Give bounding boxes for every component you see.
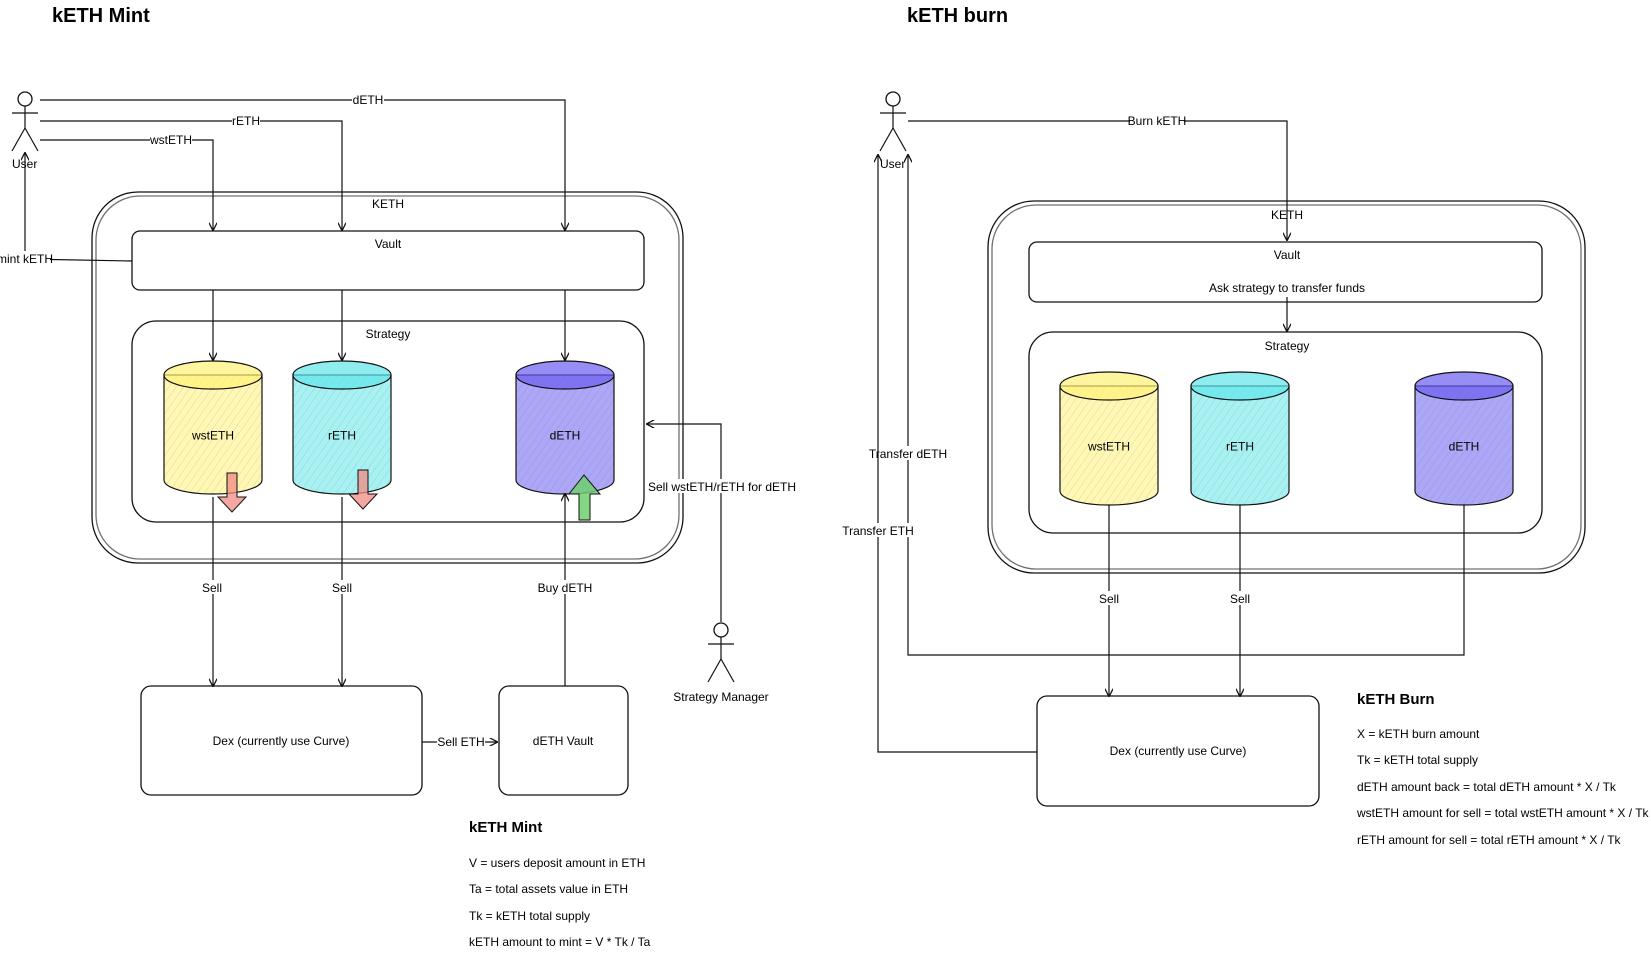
mint-deth-flow <box>40 99 565 230</box>
burn-notes-title: kETH Burn <box>1357 691 1435 708</box>
burn-tank-label-deth: dETH <box>1449 440 1480 454</box>
burn-vault-box <box>1028 241 1543 303</box>
mint-strategy-label: Strategy <box>366 327 411 341</box>
burn-note-3: dETH amount back = total dETH amount * X… <box>1357 780 1617 794</box>
burn-tank-label-reth: rETH <box>1226 440 1254 454</box>
mint-sell-arrow-reth <box>347 469 379 510</box>
deth-vault-box <box>498 685 629 796</box>
mint-keth-return-flow <box>25 153 133 262</box>
mint-dex-label: Dex (currently use Curve) <box>213 734 350 748</box>
burn-transfer-deth-label: Transfer dETH <box>869 447 947 461</box>
burn-note-2: Tk = kETH total supply <box>1357 753 1478 767</box>
mint-buy-label: Buy dETH <box>538 581 593 595</box>
strategy-manager-icon <box>707 622 735 683</box>
mint-sell-label-2: Sell <box>332 581 352 595</box>
burn-vault-label: Vault <box>1274 248 1301 262</box>
burn-dex-box <box>1036 695 1320 807</box>
burn-sell-label-1: Sell <box>1099 592 1119 606</box>
mint-keth-return-label: mint kETH <box>0 252 53 266</box>
mint-reth-flow-label: rETH <box>232 114 260 128</box>
burn-transfer-eth-label: Transfer ETH <box>842 524 914 538</box>
mint-user-icon <box>11 91 39 152</box>
mint-note-3: Tk = kETH total supply <box>469 909 590 923</box>
mint-title: kETH Mint <box>52 5 150 27</box>
burn-keth-label: Burn kETH <box>1128 114 1187 128</box>
burn-ask-strategy-label: Ask strategy to transfer funds <box>1209 281 1365 295</box>
mint-tank-wsteth: wstETH <box>163 360 263 495</box>
burn-tanks: wstETH rETH dETH <box>1059 371 1514 506</box>
mint-buy-arrow-deth <box>567 474 602 521</box>
strategy-manager-label: Strategy Manager <box>673 690 768 704</box>
burn-keth-flow <box>908 120 1287 240</box>
mint-tank-reth: rETH <box>292 360 392 495</box>
mint-wsteth-flow <box>40 139 213 230</box>
burn-strategy-box <box>1028 331 1543 534</box>
burn-transfer-eth-flow <box>878 155 1037 753</box>
burn-tank-deth: dETH <box>1414 371 1514 506</box>
mint-wsteth-flow-label: wstETH <box>149 133 192 147</box>
mint-tank-label-deth: dETH <box>550 429 581 443</box>
mint-vault-label: Vault <box>375 237 402 251</box>
deth-vault-label: dETH Vault <box>533 734 594 748</box>
mint-tank-deth: dETH <box>515 360 615 495</box>
burn-sell-label-2: Sell <box>1230 592 1250 606</box>
mint-tank-label-reth: rETH <box>328 429 356 443</box>
mint-tanks: wstETH rETH dETH <box>163 360 615 495</box>
burn-tank-label-wsteth: wstETH <box>1087 440 1130 454</box>
mint-sell-eth-label: Sell ETH <box>437 735 484 749</box>
mint-note-4: kETH amount to mint = V * Tk / Ta <box>469 935 651 949</box>
mint-keth-box <box>91 191 684 564</box>
burn-note-5: rETH amount for sell = total rETH amount… <box>1357 833 1622 847</box>
mint-note-2: Ta = total assets value in ETH <box>469 882 628 896</box>
mint-keth-label: KETH <box>372 197 404 211</box>
burn-user-icon <box>879 91 907 152</box>
strategy-manager-flow <box>647 424 722 622</box>
mint-strategy-box <box>131 320 645 523</box>
mint-sell-label-1: Sell <box>202 581 222 595</box>
burn-tank-wsteth: wstETH <box>1059 371 1159 506</box>
burn-dex-label: Dex (currently use Curve) <box>1110 744 1247 758</box>
mint-sell-arrow-wsteth <box>216 472 248 513</box>
mint-tank-label-wsteth: wstETH <box>191 429 234 443</box>
burn-tank-reth: rETH <box>1190 371 1290 506</box>
mint-notes-title: kETH Mint <box>469 819 542 836</box>
burn-note-4: wstETH amount for sell = total wstETH am… <box>1356 806 1650 820</box>
mint-deth-flow-label: dETH <box>353 93 384 107</box>
burn-keth-label-box: KETH <box>1271 208 1303 222</box>
mint-note-1: V = users deposit amount in ETH <box>469 856 645 870</box>
mint-sell-for-deth-label: Sell wstETH/rETH for dETH <box>648 480 796 494</box>
burn-strategy-label: Strategy <box>1265 339 1310 353</box>
burn-title: kETH burn <box>907 5 1008 27</box>
burn-keth-box <box>987 200 1586 574</box>
mint-dex-box <box>140 685 423 796</box>
burn-user-label: User <box>880 157 905 171</box>
burn-transfer-deth-flow <box>908 155 1465 656</box>
burn-note-1: X = kETH burn amount <box>1357 727 1480 741</box>
mint-reth-flow <box>40 120 342 230</box>
